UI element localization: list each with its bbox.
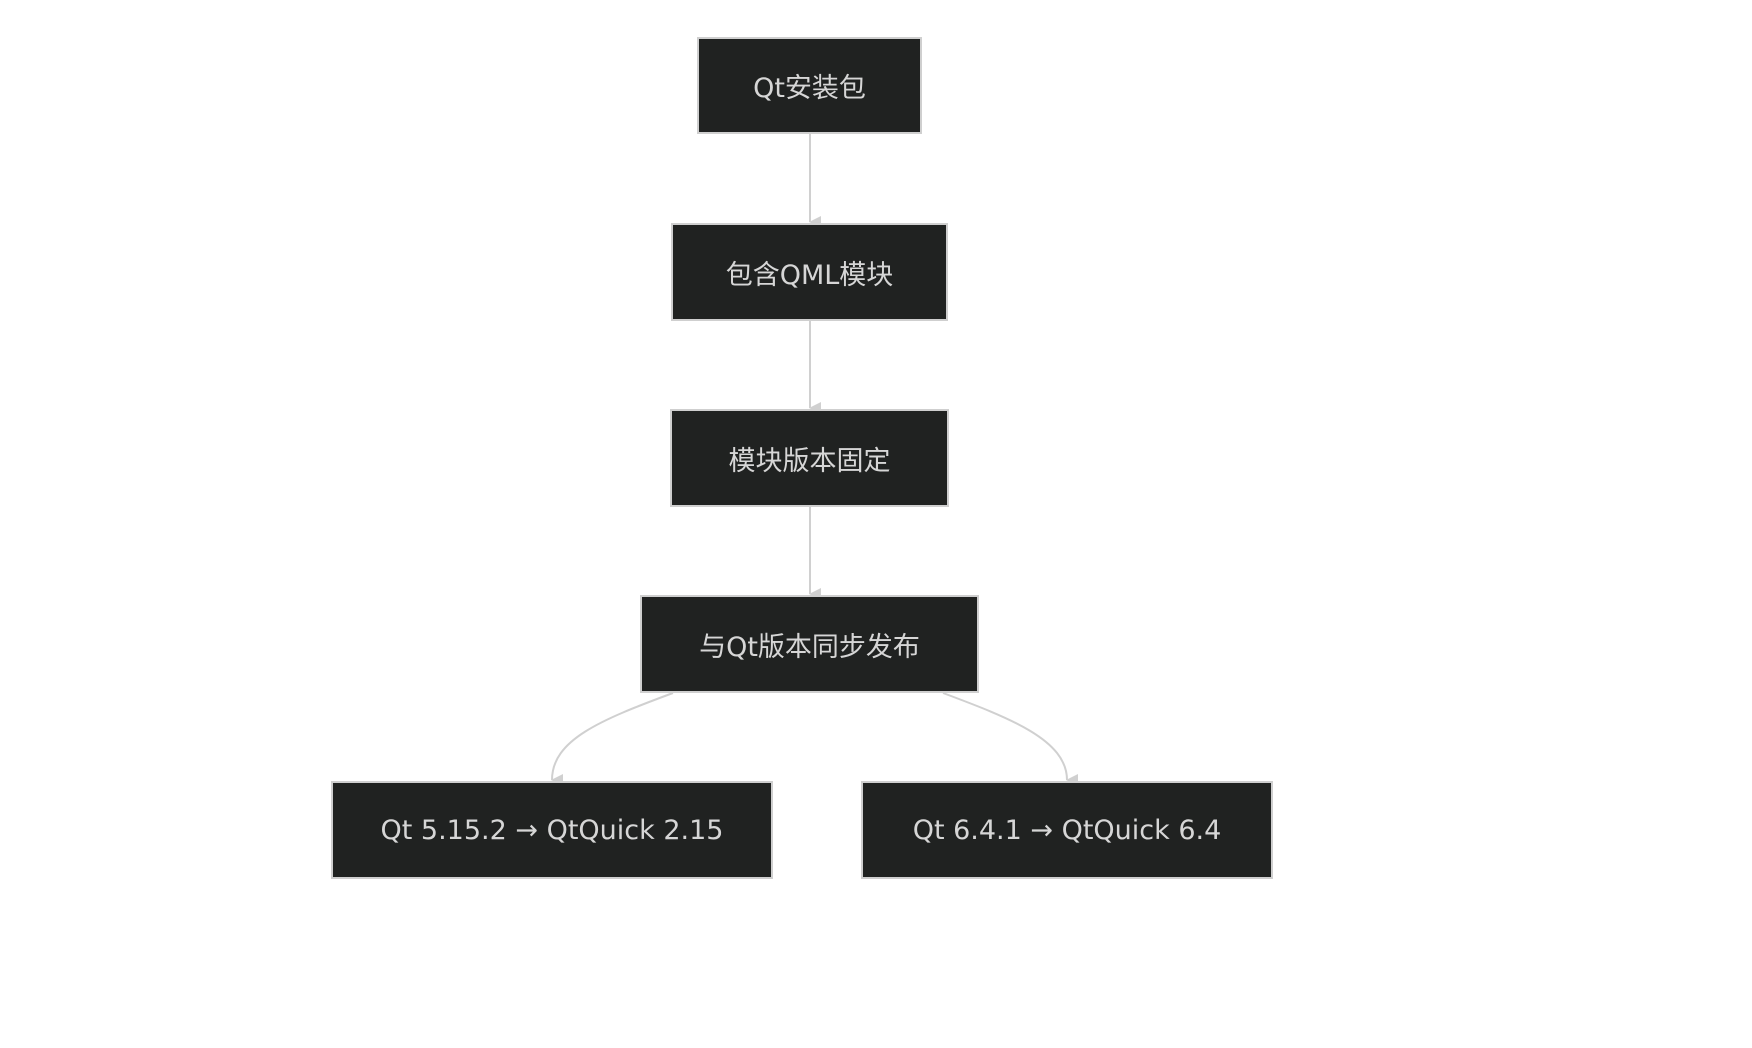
node-released-with-qt: 与Qt版本同步发布 [640, 595, 979, 693]
node-includes-qml-modules: 包含QML模块 [671, 223, 948, 321]
node-label: Qt安装包 [753, 73, 866, 104]
node-module-version-fixed: 模块版本固定 [670, 409, 949, 507]
node-label: Qt 5.15.2 → QtQuick 2.15 [380, 814, 724, 846]
node-label: 模块版本固定 [728, 445, 891, 477]
node-label: Qt 6.4.1 → QtQuick 6.4 [912, 814, 1222, 846]
node-label: 与Qt版本同步发布 [699, 631, 920, 663]
node-label: 包含QML模块 [725, 259, 894, 291]
node-qt6-qtquick64: Qt 6.4.1 → QtQuick 6.4 [861, 781, 1273, 879]
node-qt5-qtquick215: Qt 5.15.2 → QtQuick 2.15 [331, 781, 773, 879]
edge-n4-n6 [942, 692, 1079, 786]
edge-n4-n5 [551, 692, 674, 787]
node-qt-installer: Qt安装包 [697, 37, 922, 134]
